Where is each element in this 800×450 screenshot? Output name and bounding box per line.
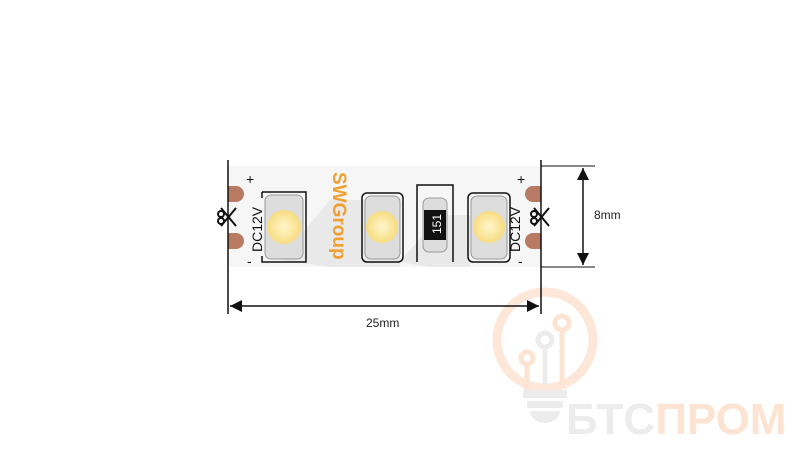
scissors-icon-left xyxy=(217,207,237,227)
led-left xyxy=(261,191,307,263)
scissors-icon-right xyxy=(530,207,550,227)
led-right xyxy=(467,192,511,263)
length-label: 25mm xyxy=(366,316,399,330)
length-dimension: 25mm xyxy=(230,300,539,330)
voltage-label-left: DC12V xyxy=(249,206,265,252)
width-label: 8mm xyxy=(594,208,621,222)
resistor: 151 xyxy=(416,184,454,262)
watermark-logo: БТСПРОМ xyxy=(492,287,786,444)
watermark-text: БТСПРОМ xyxy=(566,395,786,444)
width-dimension: 8mm xyxy=(541,165,621,268)
led-middle xyxy=(361,192,404,263)
minus-sign-left: - xyxy=(247,253,252,269)
resistor-code: 151 xyxy=(430,214,444,234)
plus-sign-right: + xyxy=(517,171,525,187)
brand-label: SWGroup xyxy=(328,172,349,260)
plus-sign-left: + xyxy=(246,171,254,187)
copper-pads xyxy=(228,186,541,249)
minus-sign-right: - xyxy=(518,253,523,269)
bulb-icon xyxy=(492,287,598,393)
voltage-label-right: DC12V xyxy=(507,206,523,252)
